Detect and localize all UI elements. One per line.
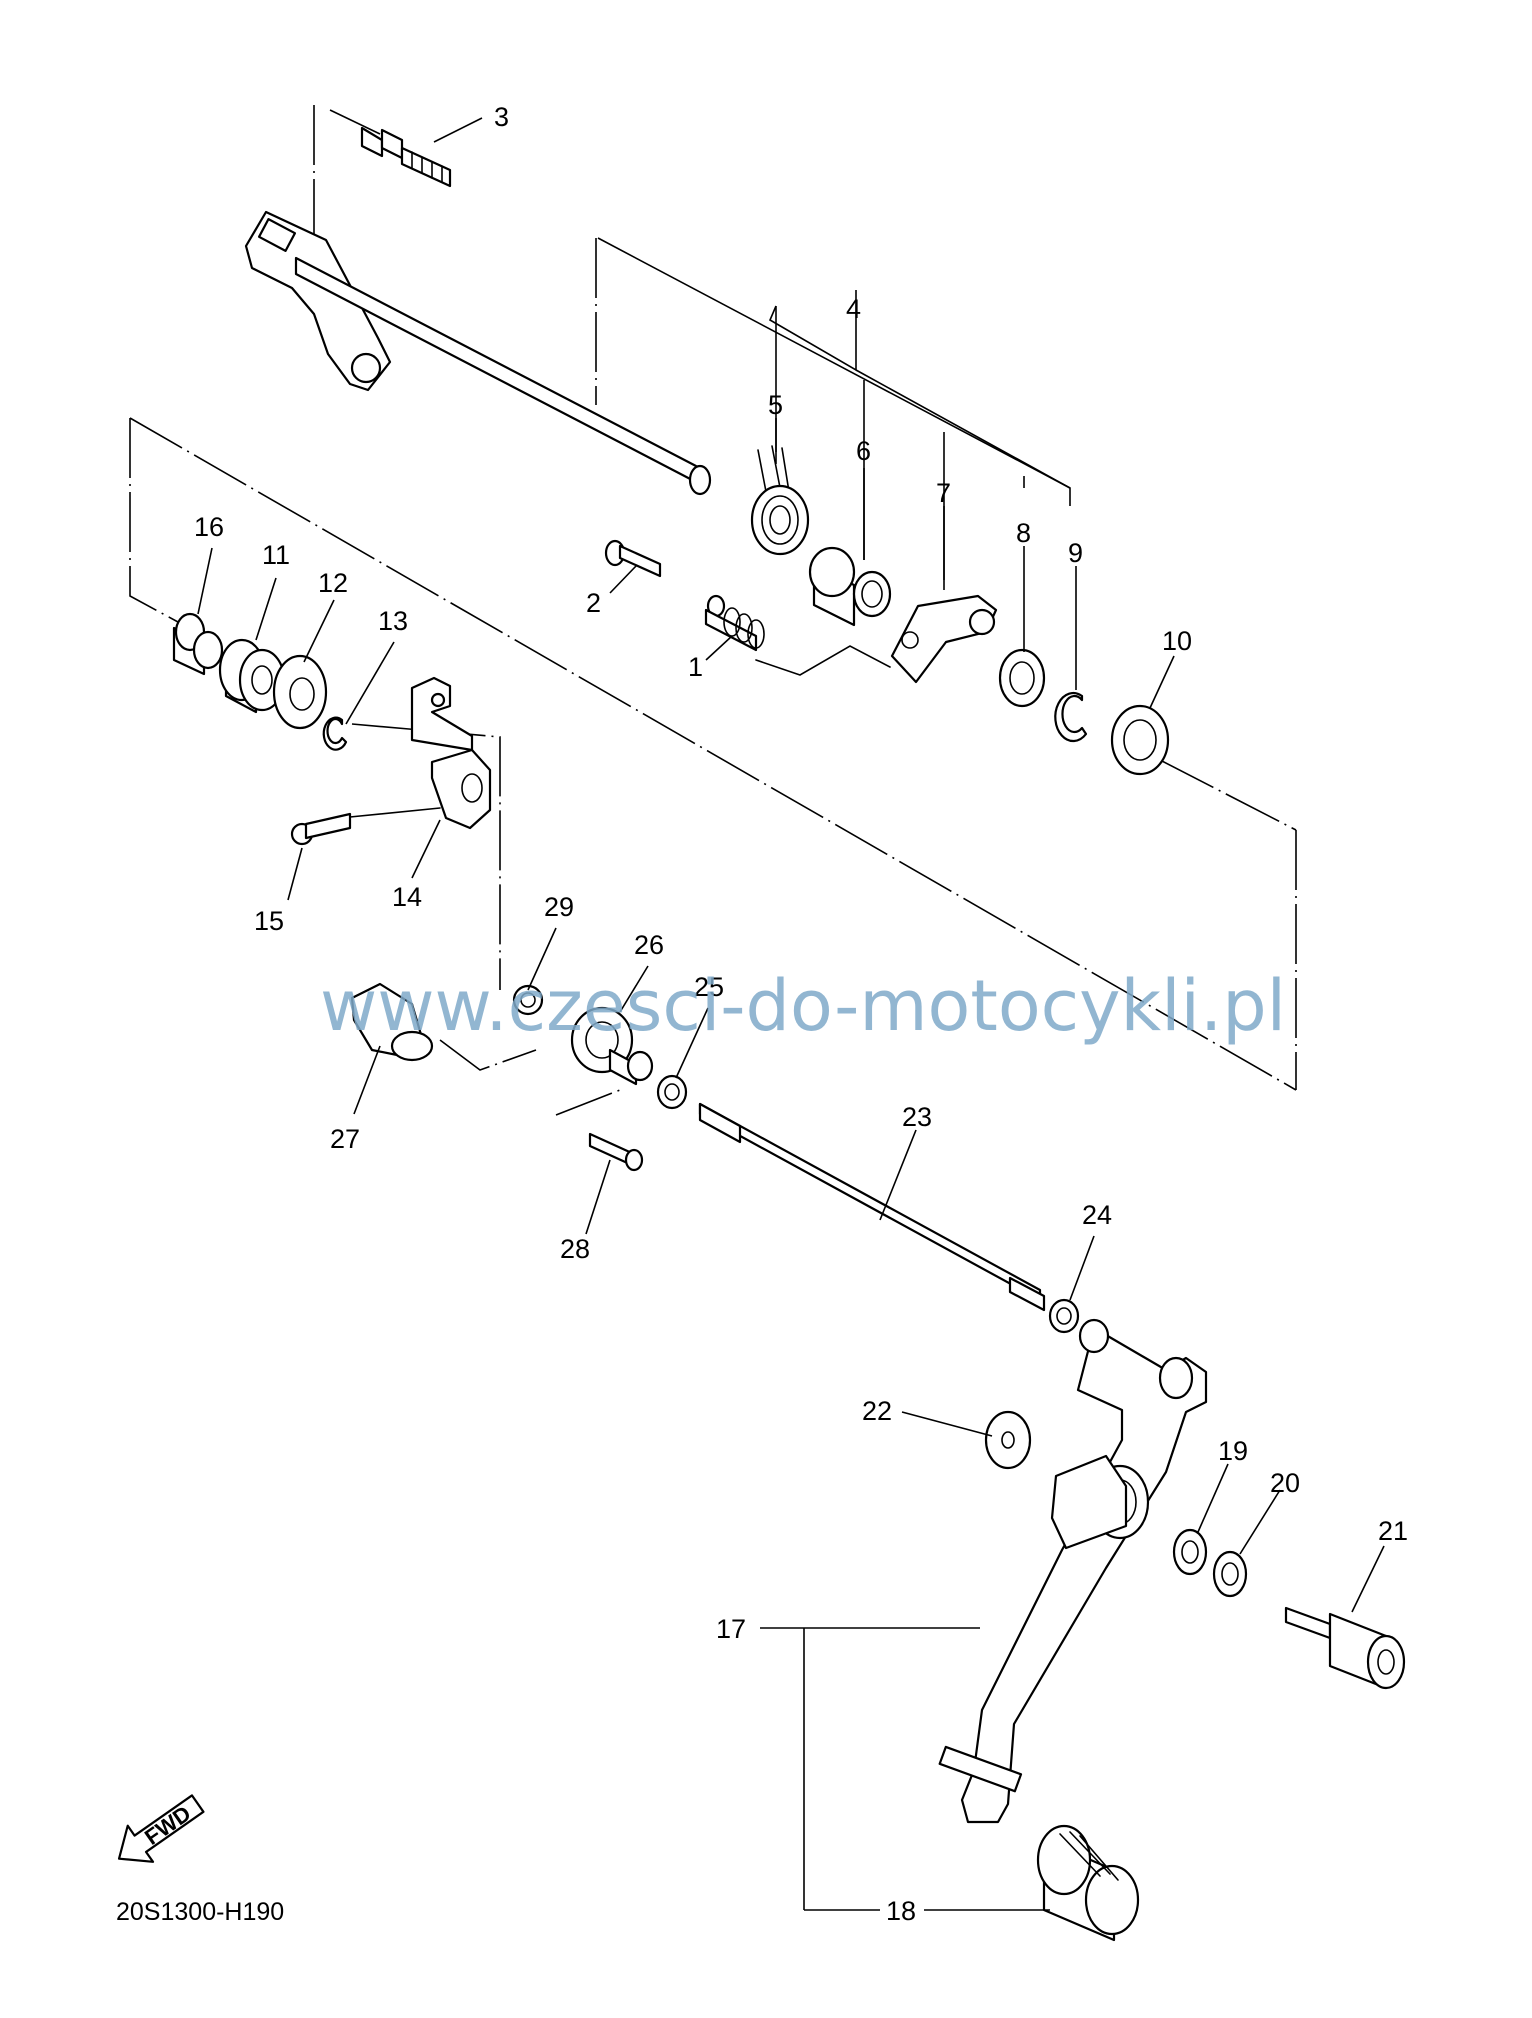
part-8-washer	[998, 648, 1046, 708]
part-20-circlip	[1212, 1550, 1248, 1598]
part-18-pedal-rubber	[938, 1745, 1140, 1942]
part-14-lever	[410, 676, 492, 830]
callout-27: 27	[330, 1124, 360, 1154]
leader-lines	[197, 117, 1385, 1911]
assembly-line	[129, 417, 1297, 1091]
callout-12: 12	[318, 568, 348, 598]
callout-14: 14	[392, 882, 422, 912]
callout-1: 1	[688, 652, 703, 682]
callout-8: 8	[1016, 518, 1031, 548]
part-10-washer	[1110, 704, 1170, 776]
callout-16: 16	[194, 512, 224, 542]
callout-26: 26	[634, 930, 664, 960]
part-6-collar	[808, 546, 892, 627]
part-2-bolt	[604, 539, 662, 578]
callout-25: 25	[694, 972, 724, 1002]
assembly-line	[1159, 759, 1297, 831]
watermark: www.czesci-do-motocykli.pl	[320, 965, 1286, 1047]
part-11-collar	[218, 638, 286, 714]
assembly-line	[351, 723, 501, 990]
part-22-washer	[984, 1410, 1032, 1470]
assembly-line	[329, 109, 381, 135]
callout-6: 6	[856, 436, 871, 466]
callout-28: 28	[560, 1234, 590, 1264]
part-15-bolt	[290, 807, 441, 846]
part-21-pivot-bolt	[1284, 1606, 1406, 1690]
callout-4: 4	[846, 294, 861, 324]
group-bracket	[768, 290, 857, 372]
callout-15: 15	[254, 906, 284, 936]
part-24-nut	[1048, 1298, 1080, 1334]
part-17-shift-pedal	[960, 1318, 1208, 1824]
part-28-bolt	[588, 1132, 644, 1172]
assembly-line	[755, 645, 891, 676]
part-25-nut	[656, 1074, 688, 1110]
shift-shaft	[244, 210, 712, 496]
drawing-code: 20S1300-H190	[116, 1898, 284, 1926]
callout-29: 29	[544, 892, 574, 922]
part-13-circlip	[322, 716, 348, 751]
callout-24: 24	[1082, 1200, 1112, 1230]
assembly-line	[555, 1089, 621, 1116]
assembly-line	[129, 418, 179, 623]
callout-10: 10	[1162, 626, 1192, 656]
part-16-bearing	[172, 612, 224, 676]
callout-20: 20	[1270, 1468, 1300, 1498]
callout-13: 13	[378, 606, 408, 636]
callout-23: 23	[902, 1102, 932, 1132]
part-3-bolt	[360, 126, 452, 188]
callout-19: 19	[1218, 1436, 1248, 1466]
part-29-bush	[512, 984, 544, 1016]
assembly-line	[439, 1039, 537, 1071]
group-bracket	[597, 237, 1071, 489]
part-5-spring	[750, 445, 810, 556]
part-7-arm	[890, 594, 998, 684]
part-12-washer	[272, 654, 328, 730]
part-23-shift-rod	[698, 1102, 1046, 1312]
callout-9: 9	[1068, 538, 1083, 568]
callout-7: 7	[936, 478, 951, 508]
fwd-arrow-icon: FWD	[117, 1794, 205, 1863]
callout-22: 22	[862, 1396, 892, 1426]
callout-11: 11	[262, 540, 290, 570]
callout-labels: 3 4 5 6 7 8 9 10 2 1 16 11 12 13 14 15 2…	[194, 102, 1408, 1926]
callout-3: 3	[494, 102, 509, 132]
part-1-pin	[704, 594, 765, 652]
callout-18: 18	[886, 1896, 916, 1926]
group-bracket	[855, 369, 1071, 506]
part-26-rod-end	[570, 1006, 654, 1086]
callout-2: 2	[586, 588, 601, 618]
callout-21: 21	[1378, 1516, 1408, 1546]
callout-5: 5	[768, 390, 783, 420]
part-9-circlip	[1054, 691, 1088, 743]
part-27-joint	[350, 982, 434, 1062]
part-19-washer	[1172, 1528, 1208, 1576]
callout-17: 17	[716, 1614, 746, 1644]
